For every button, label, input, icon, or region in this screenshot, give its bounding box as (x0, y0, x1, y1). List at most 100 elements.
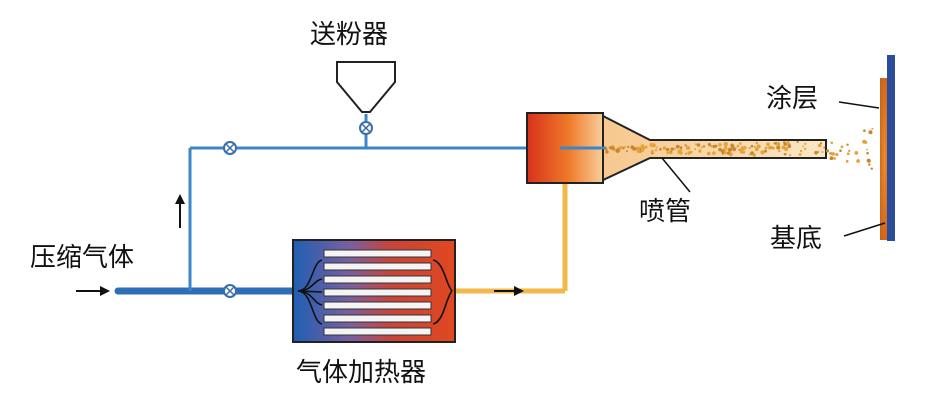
hot-gas-pipe (455, 178, 568, 294)
powder-particle (802, 145, 805, 148)
powder-particle (725, 148, 728, 151)
powder-particle (839, 149, 842, 152)
powder-particle (627, 145, 630, 148)
powder-particle (825, 149, 830, 153)
powder-particle (754, 147, 759, 152)
powder-particle (642, 146, 646, 150)
powder-particle (766, 142, 770, 146)
powder-particle (608, 146, 611, 149)
powder-particle (756, 144, 761, 149)
powder-particle (694, 148, 697, 151)
substrate-leader-line (843, 222, 886, 237)
powder-particle (798, 153, 802, 156)
powder-particle (789, 154, 792, 157)
powder-particle (732, 147, 736, 152)
valve-upper[interactable] (223, 141, 237, 155)
powder-particle (685, 152, 687, 155)
powder-particle (840, 145, 844, 149)
powder-particle (649, 143, 654, 147)
powder-particle (866, 158, 871, 163)
powder-particle (804, 142, 807, 145)
powder-particle (726, 151, 730, 155)
powder-particle (760, 150, 765, 155)
powder-particle (674, 147, 676, 150)
powder-particle (752, 153, 756, 157)
powder-particle (846, 152, 850, 156)
powder-particle (771, 146, 775, 150)
powder-particle (829, 156, 834, 161)
compressed-gas-label: 压缩气体 (30, 243, 135, 273)
powder-particle (670, 151, 673, 155)
powder-particle (720, 149, 725, 154)
valve-feeder[interactable] (359, 121, 373, 135)
particle-stream (604, 127, 874, 170)
powder-particle (748, 146, 751, 150)
powder-particle (870, 167, 873, 170)
powder-particle (723, 141, 728, 147)
nozzle-label: 喷管 (639, 197, 692, 227)
powder-particle (868, 130, 873, 135)
powder-feeder-label: 送粉器 (310, 20, 389, 50)
powder-particle (738, 148, 741, 151)
powder-particle (787, 144, 792, 149)
powder-particle (698, 149, 702, 153)
valve-lower[interactable] (223, 284, 237, 298)
powder-particle (611, 146, 615, 150)
powder-particle (819, 142, 823, 145)
powder-particle (712, 144, 716, 149)
powder-particle (694, 143, 697, 146)
powder-particle (630, 145, 635, 150)
powder-particle (846, 143, 849, 146)
substrate-label: 基底 (770, 224, 823, 254)
powder-particle (666, 151, 670, 155)
powder-particle (700, 146, 703, 149)
powder-particle (706, 151, 711, 156)
powder-particle (854, 151, 859, 155)
powder-particle (718, 143, 722, 147)
powder-particle (650, 149, 654, 153)
powder-particle (823, 146, 826, 149)
powder-particle (742, 146, 747, 150)
coating-label: 涂层 (766, 84, 819, 114)
coating-layer (880, 78, 889, 240)
gas-heater-label: 气体加热器 (296, 358, 427, 388)
heater-tubes (323, 249, 432, 336)
powder-particle (835, 152, 839, 157)
powder-particle (741, 150, 746, 154)
powder-particle (724, 146, 728, 150)
powder-particle (833, 157, 836, 160)
powder-particle (783, 153, 786, 156)
powder-particle (830, 141, 834, 145)
powder-particle (748, 153, 751, 156)
powder-particle (640, 148, 645, 152)
powder-particle (679, 146, 683, 149)
powder-particle (675, 144, 680, 149)
powder-particle (655, 146, 658, 149)
powder-particle (776, 145, 781, 150)
nozzle-leader-line (661, 157, 691, 193)
powder-particle (712, 151, 716, 155)
powder-particle (702, 145, 706, 148)
powder-particle (863, 129, 866, 132)
powder-particle (615, 148, 620, 153)
powder-particle (796, 140, 799, 143)
powder-particle (654, 149, 658, 152)
powder-particle (637, 146, 641, 150)
powder-particle (773, 142, 776, 145)
powder-particle (776, 142, 781, 147)
powder-particle (605, 150, 609, 154)
powder-particle (783, 142, 787, 146)
powder-particle (739, 142, 742, 145)
powder-particle (783, 141, 785, 144)
heater-flow-arrows (297, 259, 453, 325)
powder-particle (848, 149, 851, 152)
powder-particle (831, 152, 835, 156)
coating-leader-line (838, 101, 880, 109)
powder-particle (707, 143, 712, 147)
powder-particle (817, 143, 822, 148)
powder-particle (604, 147, 608, 151)
powder-particle (710, 145, 713, 148)
powder-particle (868, 163, 871, 166)
